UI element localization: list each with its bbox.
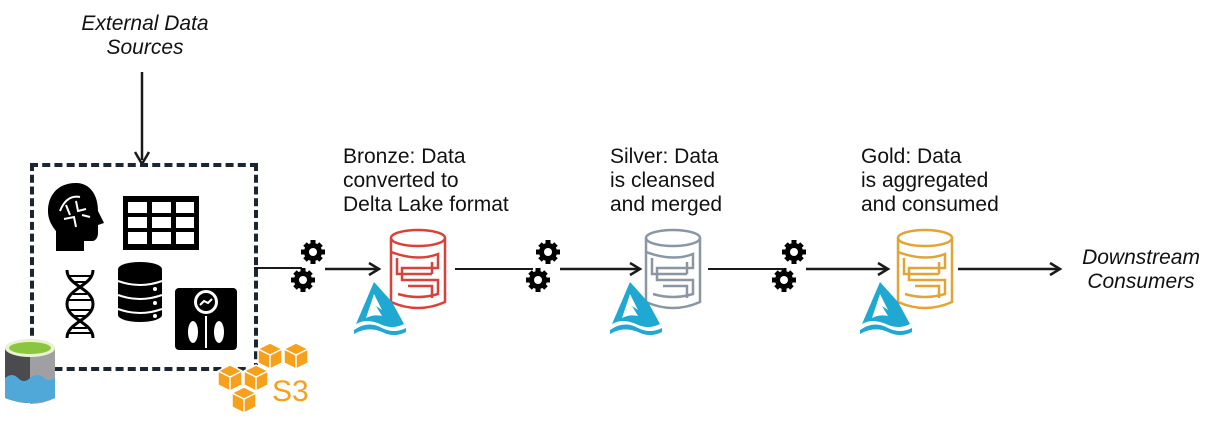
arrow-to-downstream bbox=[958, 261, 1063, 277]
gears-icon-3 bbox=[772, 240, 806, 292]
dna-icon bbox=[65, 269, 95, 339]
stage-gold-label: Gold: Data is aggregated and consumed bbox=[861, 145, 999, 217]
stage-silver-line2: is cleansed bbox=[610, 169, 716, 192]
table-grid-icon bbox=[123, 196, 199, 250]
stage-silver-line3: and merged bbox=[610, 193, 723, 216]
gears-icon-1 bbox=[291, 240, 325, 292]
downstream-consumers-label: Downstream Consumers bbox=[1066, 246, 1216, 294]
gears-icon-2 bbox=[526, 240, 560, 292]
stage-gold-line3: and consumed bbox=[861, 193, 999, 216]
external-sources-title: External Data Sources bbox=[40, 12, 250, 60]
stage-gold-line2: is aggregated bbox=[861, 169, 989, 192]
downstream-line1: Downstream bbox=[1082, 246, 1200, 269]
stage-silver-line1: Silver: Data bbox=[610, 145, 719, 168]
delta-lake-logo-bronze bbox=[354, 282, 406, 335]
stage-bronze-label: Bronze: Data converted to Delta Lake for… bbox=[343, 145, 509, 217]
stage-bronze-line2: converted to bbox=[343, 169, 459, 192]
arrow-to-gold bbox=[806, 261, 891, 277]
stage-gold-line1: Gold: Data bbox=[861, 145, 962, 168]
database-icon bbox=[117, 262, 163, 322]
arrow-to-bronze bbox=[325, 261, 382, 277]
scale-icon bbox=[175, 288, 237, 350]
delta-lake-logo-gold bbox=[860, 282, 912, 335]
s3-label: S3 bbox=[272, 375, 309, 408]
connector-silver-to-gears bbox=[708, 268, 784, 270]
downstream-line2: Consumers bbox=[1087, 270, 1195, 293]
external-sources-title-line2: Sources bbox=[106, 36, 184, 59]
stage-bronze-line3: Delta Lake format bbox=[343, 193, 509, 216]
azure-data-lake-icon bbox=[5, 339, 55, 404]
brain-head-icon bbox=[48, 183, 104, 251]
aws-s3-icon: S3 bbox=[217, 342, 309, 414]
connector-bronze-to-gears bbox=[455, 268, 533, 270]
arrow-to-silver bbox=[560, 261, 643, 277]
stage-silver-label: Silver: Data is cleansed and merged bbox=[610, 145, 722, 217]
delta-table-gold-icon bbox=[896, 228, 954, 310]
stage-bronze-line1: Bronze: Data bbox=[343, 145, 466, 168]
arrow-down-to-sources bbox=[133, 72, 151, 167]
external-sources-title-line1: External Data bbox=[81, 12, 209, 35]
delta-lake-logo-silver bbox=[610, 282, 662, 335]
connector-sources-to-gears bbox=[254, 267, 302, 269]
